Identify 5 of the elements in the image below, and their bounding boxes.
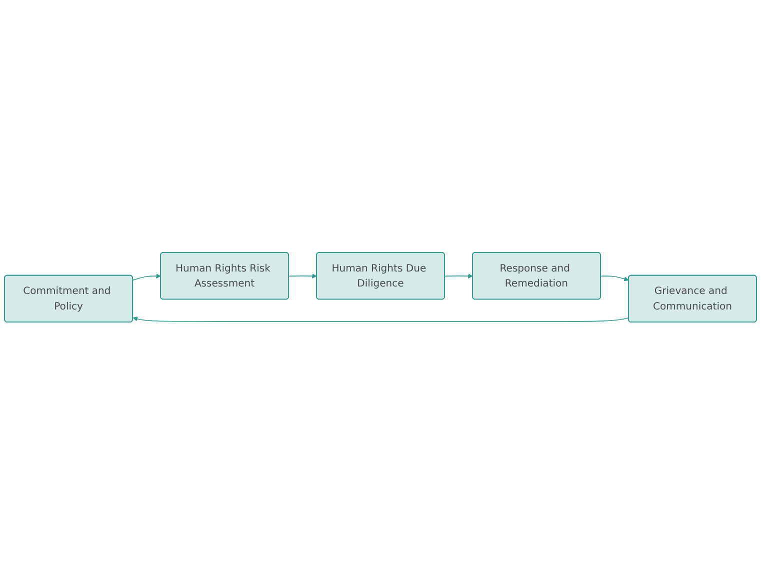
arrow bbox=[444, 273, 473, 278]
arrow bbox=[600, 275, 629, 281]
arrow bbox=[288, 273, 317, 278]
arrow bbox=[132, 316, 630, 322]
arrow bbox=[132, 273, 161, 280]
